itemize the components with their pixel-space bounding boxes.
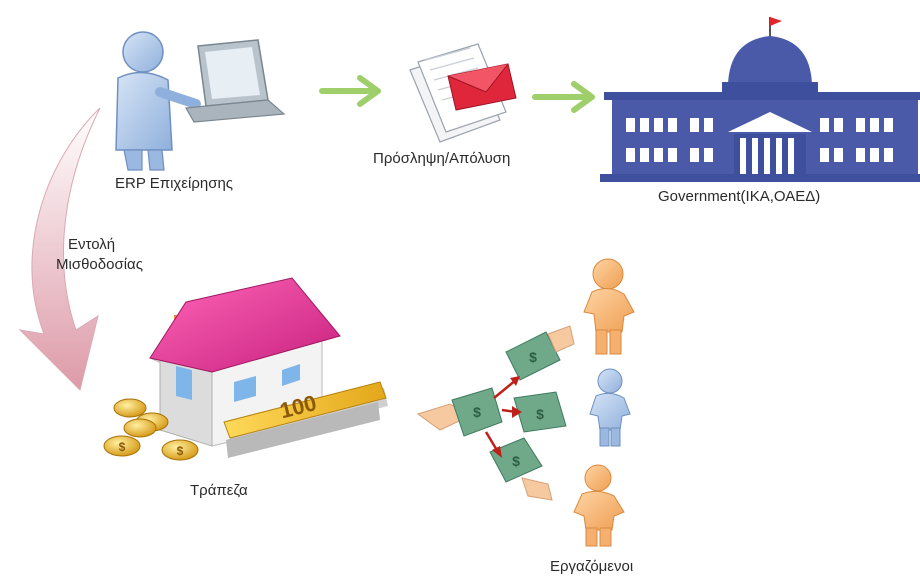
flow-arrow-to-document [319, 75, 381, 107]
hands-with-dollar-bills-icon: $ $ $ $ [416, 325, 575, 501]
employee-figure-bottom [573, 464, 625, 547]
employee-figure-top [583, 258, 635, 355]
document-with-envelope-icon [409, 43, 517, 143]
government-label: Government(ΙΚΑ,ΟΑΕΔ) [658, 188, 821, 205]
coin-stack: $ $ [103, 398, 199, 461]
flow-arrow-to-government [532, 81, 595, 113]
svg-text:$: $ [119, 440, 126, 454]
employee-figure-middle [589, 368, 631, 447]
svg-text:$: $ [512, 453, 520, 469]
person-at-laptop-icon [115, 31, 286, 171]
government-building-icon [600, 17, 920, 182]
svg-text:$: $ [529, 349, 537, 365]
svg-text:$: $ [177, 444, 184, 458]
payroll-label-line1: Εντολή [68, 236, 116, 253]
svg-text:$: $ [473, 404, 481, 420]
house-with-money-icon: 100 $ $ [103, 277, 388, 461]
bank-label: Τράπεζα [190, 482, 248, 499]
hire-fire-label: Πρόσληψη/Απόλυση [373, 150, 511, 167]
payroll-arrow [18, 107, 101, 391]
svg-text:$: $ [536, 406, 544, 422]
employees-label: Εργαζόμενοι [550, 558, 634, 575]
payroll-label-line2: Μισθοδοσίας [56, 256, 143, 273]
erp-label: ERP Επιχείρησης [115, 175, 234, 192]
